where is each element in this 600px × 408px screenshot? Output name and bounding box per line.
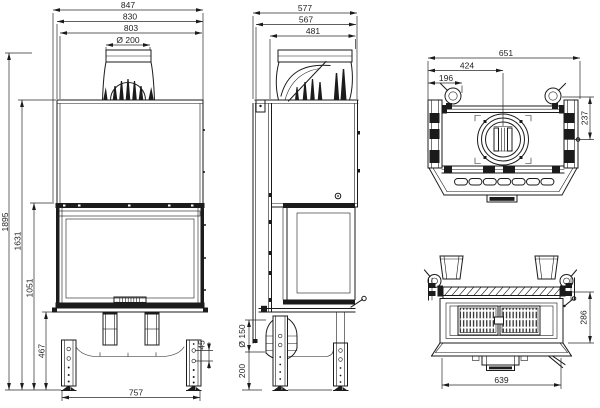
dim-side-intake-height: 200 bbox=[237, 364, 247, 378]
dim-front-leg-span: 757 bbox=[129, 388, 143, 398]
dim-top-handle-offset: 196 bbox=[439, 73, 453, 83]
dim-top-width-total: 651 bbox=[499, 48, 513, 58]
top-front-flare bbox=[428, 167, 578, 203]
dim-top-flue-center-depth: 237 bbox=[580, 111, 590, 125]
dim-top-flue-center-x: 424 bbox=[460, 61, 474, 71]
side-front-leg bbox=[272, 315, 288, 391]
front-left-leg bbox=[61, 339, 77, 391]
side-body bbox=[252, 99, 367, 344]
front-door bbox=[55, 203, 206, 308]
bottom-leg-pads bbox=[439, 255, 559, 280]
front-flue-outlet bbox=[101, 49, 156, 101]
bottom-view: 286 639 bbox=[423, 255, 594, 389]
dim-side-depth-inner: 481 bbox=[306, 26, 320, 36]
dim-side-depth-outer: 567 bbox=[299, 15, 313, 25]
dim-front-height-base: 467 bbox=[37, 344, 47, 358]
front-right-leg bbox=[186, 339, 202, 391]
bottom-frame bbox=[430, 295, 573, 357]
top-dimensions: 651 424 196 237 bbox=[427, 48, 594, 142]
dim-front-flue-diameter: Ø 200 bbox=[116, 35, 139, 45]
front-view: 847 830 803 Ø 200 1895 1631 1051 467 bbox=[0, 0, 213, 401]
dim-bottom-depth: 286 bbox=[579, 310, 589, 324]
side-back-leg bbox=[287, 311, 349, 391]
dim-front-height-body: 1631 bbox=[13, 231, 23, 250]
front-air-ducts bbox=[75, 311, 185, 357]
dim-front-width-total: 847 bbox=[121, 0, 135, 10]
dim-front-height-door: 1051 bbox=[25, 278, 35, 297]
bottom-grate bbox=[457, 305, 541, 336]
front-dimensions: 847 830 803 Ø 200 1895 1631 1051 467 bbox=[0, 0, 213, 401]
front-glass bbox=[65, 218, 195, 299]
dim-front-width-inner: 803 bbox=[124, 23, 138, 33]
front-base bbox=[52, 307, 208, 313]
dim-side-intake-diameter: Ø 150 bbox=[237, 324, 247, 347]
front-body bbox=[56, 99, 205, 204]
bottom-dimensions: 286 639 bbox=[441, 291, 594, 389]
dim-bottom-width: 639 bbox=[494, 375, 508, 385]
bottom-glass-edge bbox=[428, 277, 577, 308]
bottom-support-bracket bbox=[472, 355, 566, 371]
side-dimensions: 577 567 481 Ø 150 200 bbox=[237, 3, 358, 391]
side-view: 577 567 481 Ø 150 200 bbox=[237, 3, 367, 391]
top-view: 651 424 196 237 bbox=[427, 48, 594, 203]
side-flue-outlet bbox=[275, 49, 353, 102]
dim-front-height-total: 1895 bbox=[0, 212, 10, 231]
top-rear-rail bbox=[441, 166, 565, 174]
dim-front-leg-hole-spacing: 45 bbox=[197, 340, 207, 350]
dim-side-depth-total: 577 bbox=[298, 3, 312, 13]
dim-front-width-outer: 830 bbox=[123, 12, 137, 22]
